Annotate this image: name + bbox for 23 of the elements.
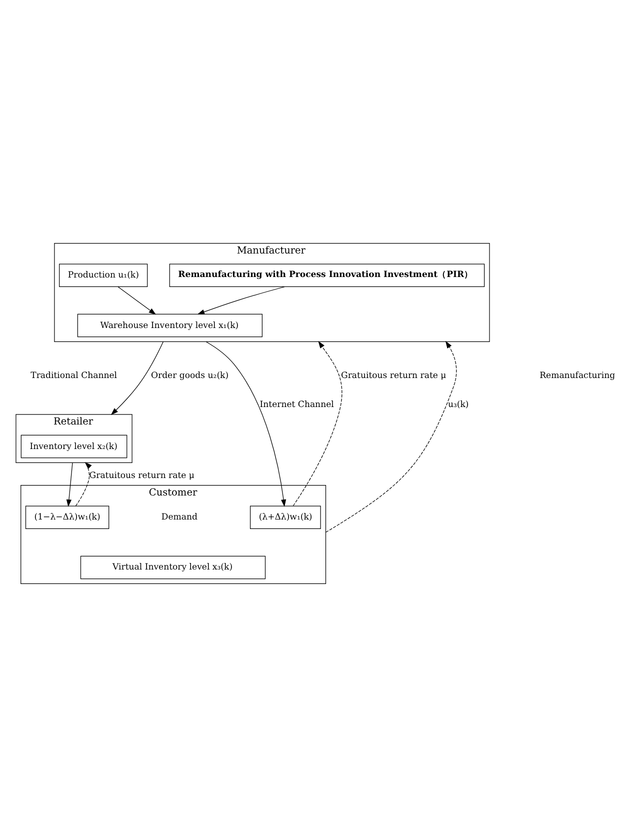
label: Remanufacturing: [540, 370, 616, 381]
node-box: (1−λ−Δλ)w₁(k): [25, 506, 110, 529]
label: Demand: [161, 512, 198, 523]
arrow: [292, 340, 342, 506]
node-box: Warehouse Inventory level x₁(k): [77, 314, 262, 338]
node-box: Virtual Inventory level x₃(k): [80, 556, 266, 580]
node-box: Remanufacturing with Process Innovation Investment（PIR）: [169, 264, 485, 288]
edge-label: Gratuitous return rate μ: [89, 471, 195, 482]
node-box: Inventory level x₂(k): [20, 434, 128, 458]
arrow: [206, 341, 286, 507]
node-box: Production u₁(k): [59, 264, 148, 288]
edge-label: u₃(k): [448, 400, 469, 410]
edge-label: Internet Channel: [260, 400, 334, 410]
arrow: [325, 340, 457, 533]
node-box: (λ+Δλ)w₁(k): [250, 506, 321, 529]
edge-label: Gratuitous return rate μ: [341, 370, 446, 381]
arrow: [66, 462, 73, 507]
arrow: [110, 341, 164, 416]
arrow: [118, 286, 156, 315]
arrow: [75, 462, 92, 506]
label: Traditional Channel: [30, 370, 118, 381]
arrow: [197, 286, 286, 314]
edge-label: Order goods u₂(k): [151, 370, 229, 381]
